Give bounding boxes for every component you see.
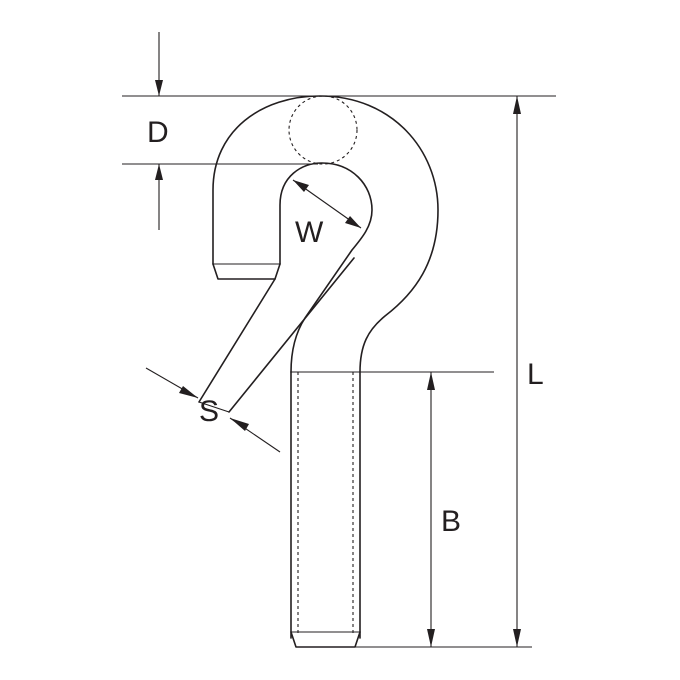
- hook-outline: [198, 95, 439, 413]
- w-arrow-head-1: [293, 180, 309, 192]
- label-l: L: [527, 358, 544, 391]
- arm-end-line: [198, 401, 230, 413]
- dimension-b: B: [427, 372, 461, 647]
- l-arrow-bottom: [513, 629, 521, 647]
- w-arrow-head-2: [345, 216, 361, 228]
- l-arrow-top: [513, 96, 521, 114]
- shank-end-chamfer: [290, 631, 361, 648]
- hook-diagonal-arm: [198, 257, 355, 413]
- hook-outer-contour: [212, 95, 439, 373]
- s-arrow-upper-head: [179, 386, 198, 398]
- dimension-w: W: [292, 179, 362, 249]
- hook-inner-contour: [279, 162, 373, 373]
- hook-tip-end: [212, 263, 281, 280]
- b-arrow-top: [427, 372, 435, 390]
- label-b: B: [441, 505, 461, 538]
- dimension-d: D: [147, 32, 169, 230]
- extension-lines: [122, 95, 556, 648]
- label-w: W: [295, 216, 324, 249]
- s-arrow-lower-head: [230, 418, 249, 431]
- label-s: S: [199, 395, 219, 428]
- d-arrow-top-head: [155, 80, 163, 96]
- d-arrow-bottom-head: [155, 164, 163, 180]
- dimension-s: S: [145, 367, 281, 453]
- wire-section-circle: [288, 95, 358, 165]
- dimension-l: L: [513, 96, 544, 647]
- threaded-shank: [290, 371, 361, 648]
- label-d: D: [147, 116, 169, 149]
- b-arrow-bottom: [427, 629, 435, 647]
